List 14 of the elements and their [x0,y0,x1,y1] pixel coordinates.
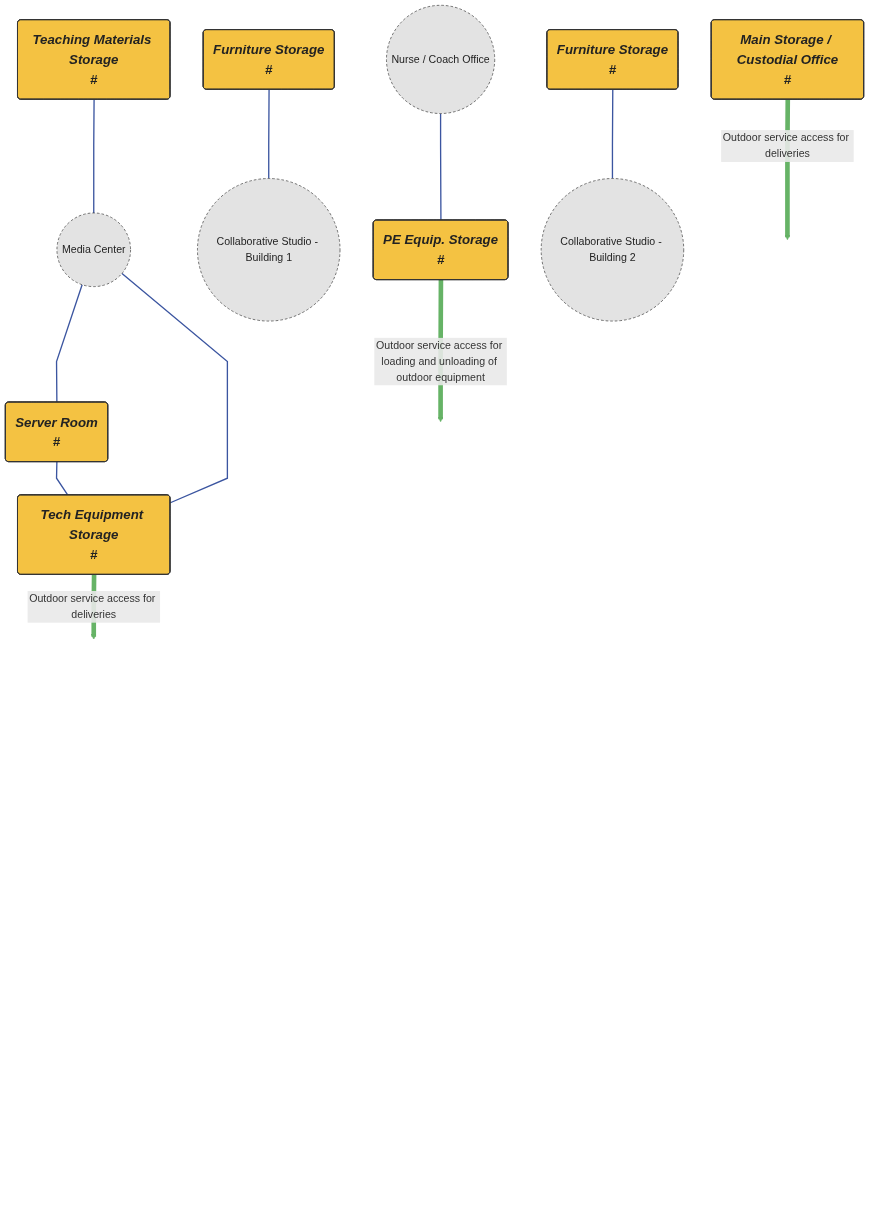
node-circle: Collaborative Studio - Building 2 [540,178,685,322]
connector [93,98,95,214]
connector [268,88,270,180]
node-circle: Media Center [56,212,131,287]
connector [121,272,229,504]
edge-label: Outdoor service access for deliveries [29,592,156,621]
connector [611,88,614,180]
edge-label: Outdoor service access for deliveries [722,132,850,160]
edge-label: Outdoor service access for loading and unloading of outdoor equipment [376,339,503,383]
connector [55,284,83,403]
connector [55,461,69,496]
node-circle: Nurse / Coach Office [386,4,496,114]
node-circle: Collaborative Studio - Building 1 [197,178,341,322]
connector [439,112,442,221]
